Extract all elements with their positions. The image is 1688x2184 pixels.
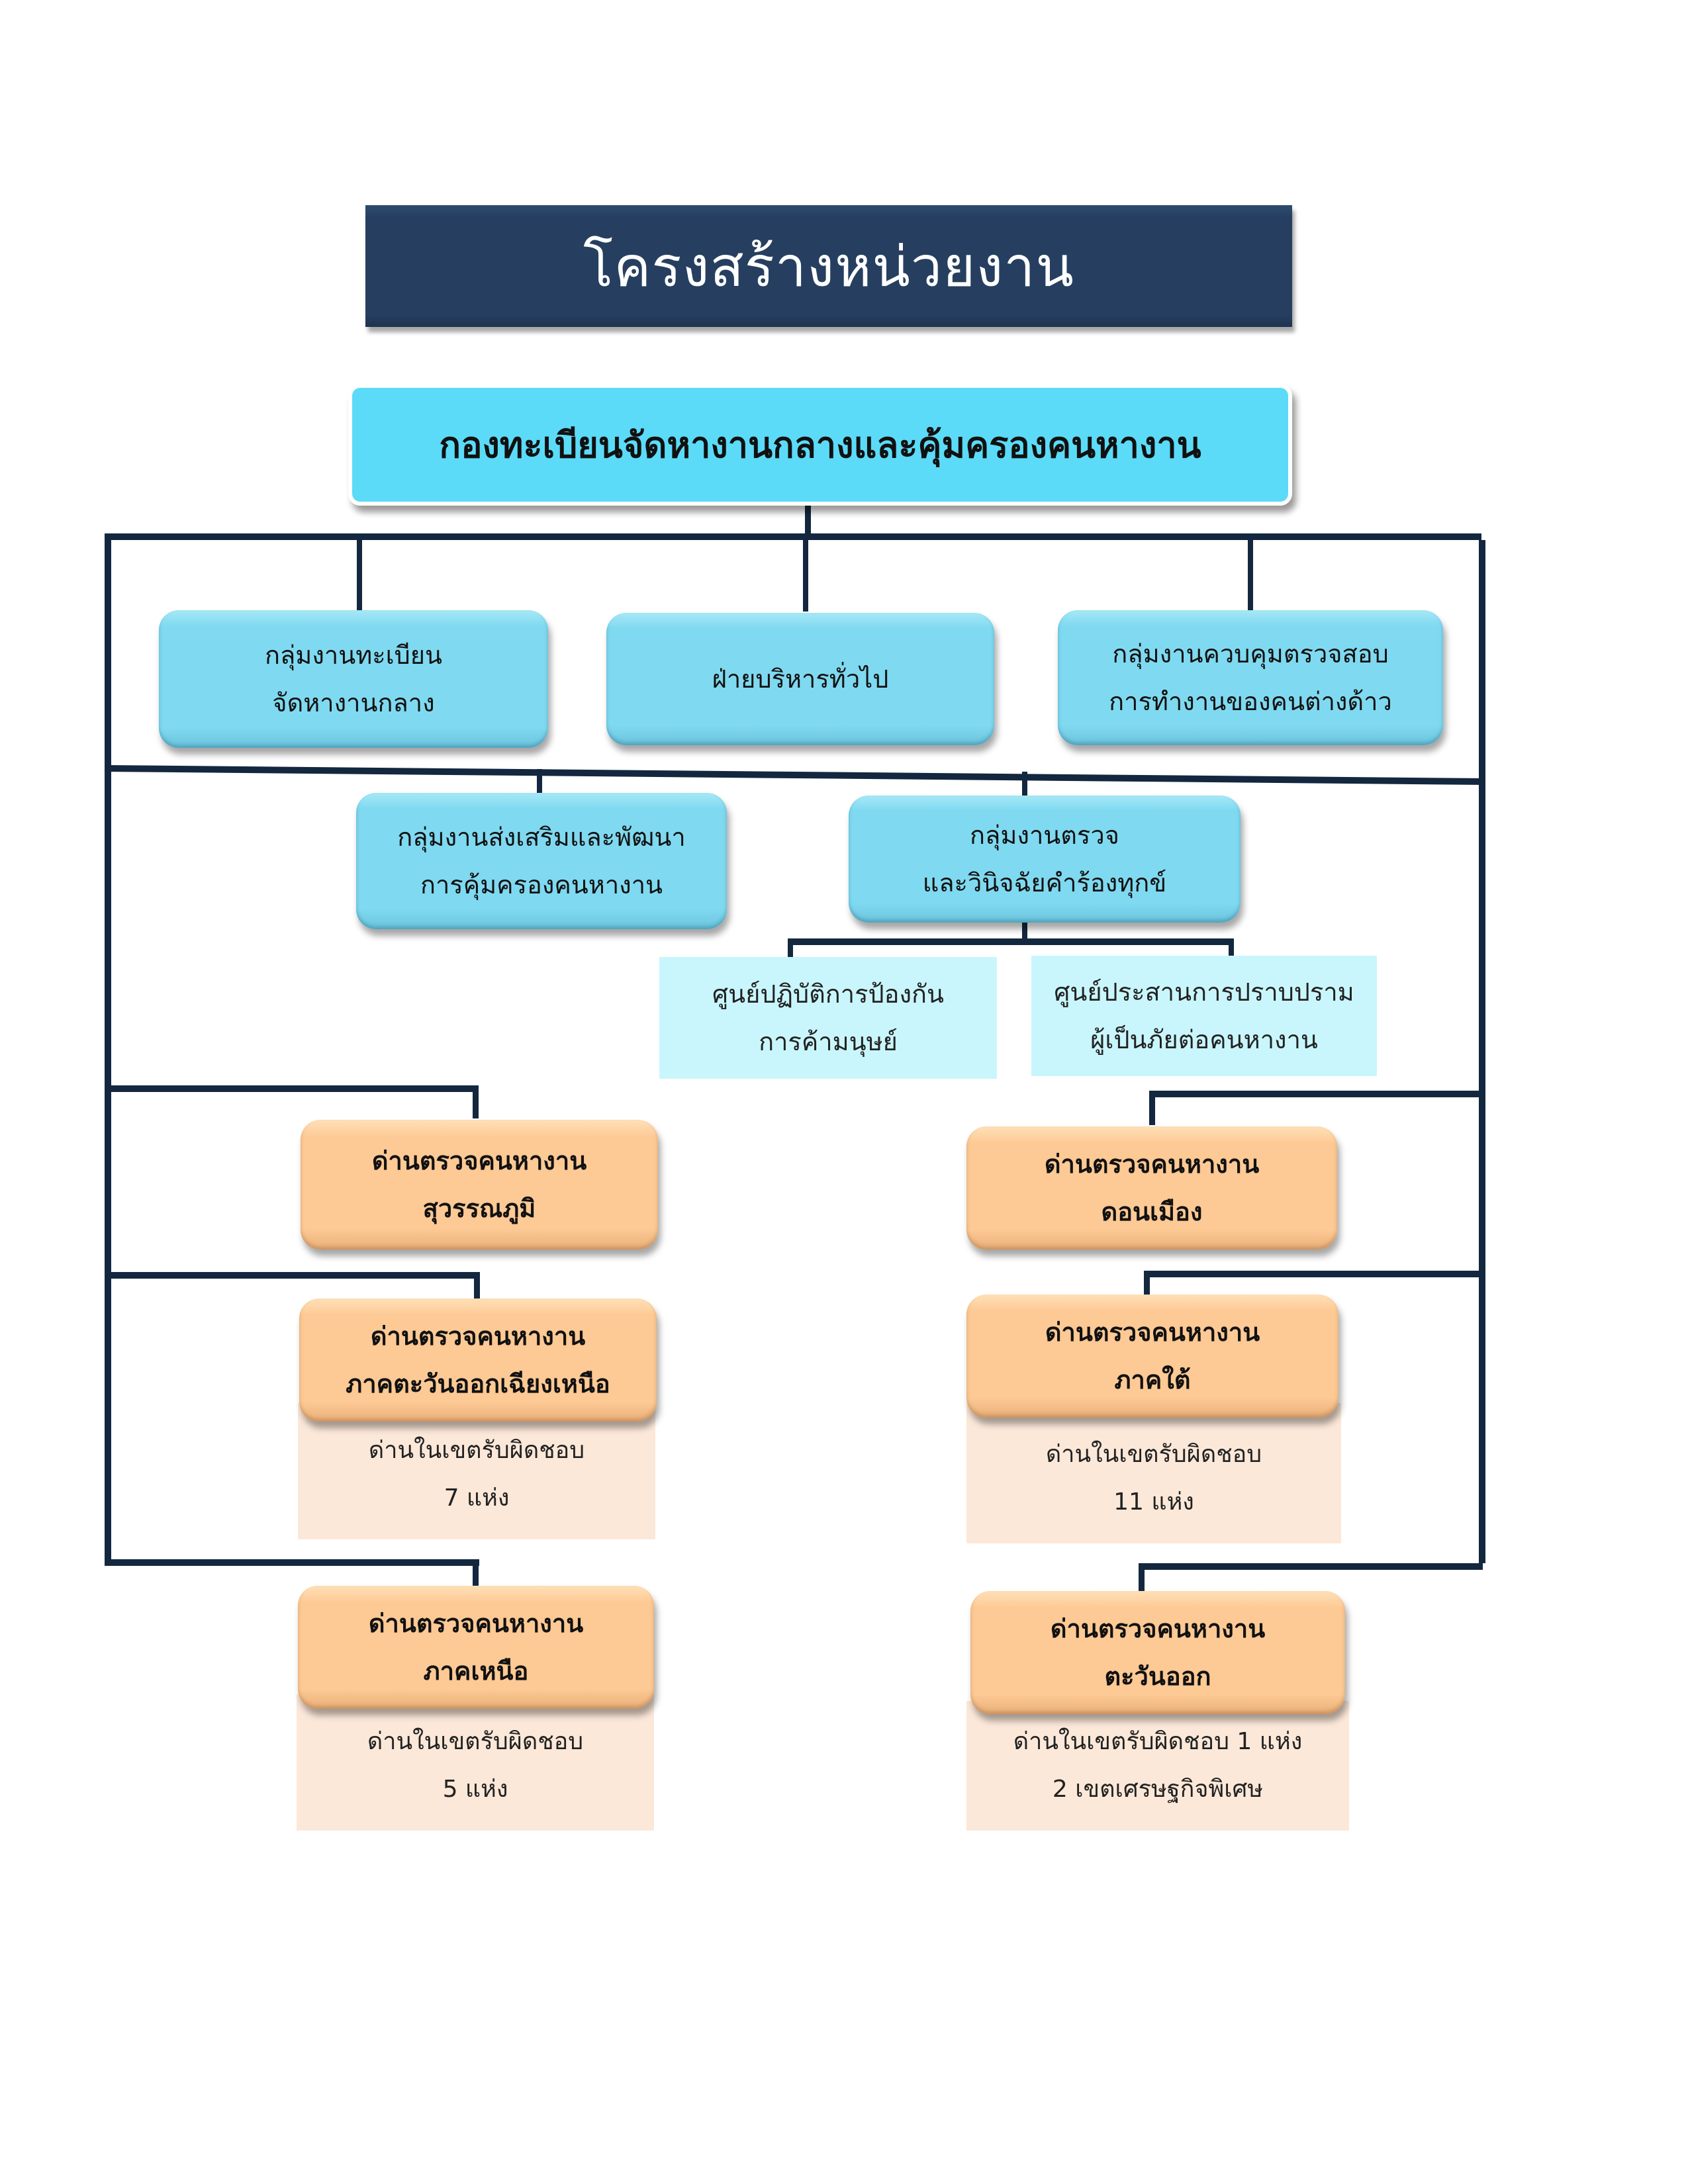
node-label: สุวรรณภูมิ — [422, 1194, 536, 1223]
center-suppression-coordination: ศูนย์ประสานการปราบปราม ผู้เป็นภัยต่อคนหา… — [1031, 956, 1377, 1076]
node-label: ศูนย์ประสานการปราบปราม — [1054, 978, 1354, 1007]
checkpoint-northeast-note: ด่านในเขตรับผิดชอบ 7 แห่ง — [298, 1403, 655, 1539]
group-registration: กลุ่มงานทะเบียน จัดหางานกลาง — [159, 610, 548, 748]
checkpoint-don-mueang: ด่านตรวจคนหางาน ดอนเมือง — [966, 1126, 1337, 1250]
connector — [105, 1085, 478, 1092]
node-label: ภาคตะวันออกเฉียงเหนือ — [346, 1369, 610, 1398]
node-label: ภาคใต้ — [1114, 1365, 1191, 1394]
node-label: การทำงานของคนต่างด้าว — [1109, 687, 1392, 716]
group-foreign-worker-control: กลุ่มงานควบคุมตรวจสอบ การทำงานของคนต่างด… — [1058, 610, 1443, 745]
page-title-banner: โครงสร้างหน่วยงาน — [365, 205, 1292, 327]
checkpoint-north: ด่านตรวจคนหางาน ภาคเหนือ — [298, 1586, 654, 1709]
connector — [805, 500, 811, 540]
root-node: กองทะเบียนจัดหางานกลางและคุ้มครองคนหางาน — [348, 384, 1292, 506]
node-label: กลุ่มงานส่งเสริมและพัฒนา — [397, 823, 686, 852]
group-general-admin: ฝ่ายบริหารทั่วไป — [606, 613, 994, 745]
note-label: ด่านในเขตรับผิดชอบ 1 แห่ง — [1013, 1728, 1303, 1755]
node-label: ด่านตรวจคนหางาน — [1044, 1150, 1260, 1179]
group-complaint-inspection: กลุ่มงานตรวจ และวินิจฉัยคำร้องทุกข์ — [849, 796, 1241, 923]
node-label: การคุ้มครองคนหางาน — [420, 870, 663, 899]
note-label: 2 เขตเศรษฐกิจพิเศษ — [1052, 1776, 1264, 1803]
connector — [105, 1272, 479, 1279]
note-label: 7 แห่ง — [444, 1484, 510, 1512]
node-label: กลุ่มงานควบคุมตรวจสอบ — [1112, 639, 1389, 668]
checkpoint-east: ด่านตรวจคนหางาน ตะวันออก — [970, 1591, 1345, 1714]
connector — [357, 539, 362, 612]
node-label: ด่านตรวจคนหางาน — [1050, 1614, 1266, 1643]
node-label: ดอนเมือง — [1101, 1197, 1203, 1226]
page-title: โครงสร้างหน่วยงาน — [583, 234, 1074, 299]
connector — [1022, 921, 1027, 941]
group-promotion-protection: กลุ่มงานส่งเสริมและพัฒนา การคุ้มครองคนหา… — [356, 793, 727, 929]
node-label: ศูนย์ปฏิบัติการป้องกัน — [712, 979, 945, 1009]
node-label: ด่านตรวจคนหางาน — [371, 1146, 587, 1175]
note-label: ด่านในเขตรับผิดชอบ — [367, 1728, 584, 1755]
note-label: 11 แห่ง — [1113, 1488, 1194, 1516]
node-label: กลุ่มงานตรวจ — [970, 821, 1119, 850]
connector — [105, 533, 111, 1565]
checkpoint-south: ด่านตรวจคนหางาน ภาคใต้ — [966, 1295, 1338, 1418]
connector — [473, 1559, 479, 1587]
note-label: 5 แห่ง — [442, 1776, 508, 1803]
connector — [473, 1085, 479, 1118]
connector — [1139, 1563, 1483, 1570]
connector — [537, 769, 542, 794]
checkpoint-east-note: ด่านในเขตรับผิดชอบ 1 แห่ง 2 เขตเศรษฐกิจพ… — [966, 1701, 1349, 1831]
connector — [788, 938, 793, 957]
checkpoint-south-note: ด่านในเขตรับผิดชอบ 11 แห่ง — [966, 1403, 1341, 1543]
checkpoint-suvarnabhumi: ด่านตรวจคนหางาน สุวรรณภูมิ — [301, 1120, 658, 1250]
connector — [105, 533, 1481, 540]
node-label: ภาคเหนือ — [423, 1657, 529, 1686]
connector — [1139, 1563, 1145, 1592]
connector — [1229, 938, 1234, 957]
note-label: ด่านในเขตรับผิดชอบ — [1045, 1441, 1262, 1468]
connector — [1022, 772, 1027, 796]
node-label: ตะวันออก — [1104, 1662, 1211, 1691]
connector — [1149, 1091, 1483, 1097]
connector — [1479, 540, 1485, 1563]
connector — [105, 1559, 479, 1566]
node-label: ด่านตรวจคนหางาน — [1045, 1318, 1260, 1347]
node-label: จัดหางานกลาง — [272, 688, 435, 717]
node-label: กลุ่มงานทะเบียน — [264, 641, 443, 670]
connector — [1149, 1091, 1155, 1125]
connector — [474, 1272, 480, 1298]
node-label: และวินิจฉัยคำร้องทุกข์ — [922, 868, 1167, 897]
node-label: ด่านตรวจคนหางาน — [370, 1322, 586, 1351]
connector — [1248, 539, 1253, 612]
connector — [1144, 1271, 1150, 1297]
center-anti-trafficking: ศูนย์ปฏิบัติการป้องกัน การค้ามนุษย์ — [659, 957, 997, 1079]
checkpoint-north-note: ด่านในเขตรับผิดชอบ 5 แห่ง — [297, 1694, 654, 1831]
node-label: ผู้เป็นภัยต่อคนหางาน — [1090, 1025, 1318, 1054]
node-label: ด่านตรวจคนหางาน — [368, 1609, 584, 1638]
checkpoint-northeast: ด่านตรวจคนหางาน ภาคตะวันออกเฉียงเหนือ — [299, 1298, 657, 1422]
node-label: ฝ่ายบริหารทั่วไป — [712, 664, 889, 694]
node-label: การค้ามนุษย์ — [759, 1027, 898, 1056]
connector — [104, 765, 1484, 786]
connector — [803, 539, 808, 612]
connector — [1144, 1271, 1483, 1277]
connector — [788, 938, 1234, 945]
root-node-label: กองทะเบียนจัดหางานกลางและคุ้มครองคนหางาน — [439, 424, 1201, 466]
note-label: ด่านในเขตรับผิดชอบ — [368, 1437, 585, 1464]
